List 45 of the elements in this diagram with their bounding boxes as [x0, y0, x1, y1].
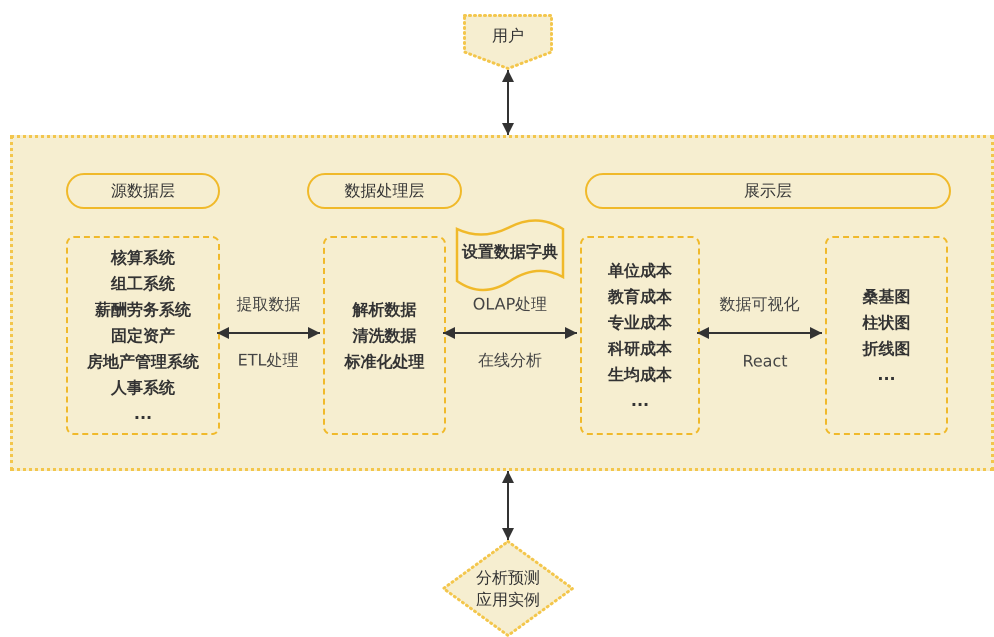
user-pentagon: [463, 14, 553, 70]
list-item: 教育成本: [608, 286, 672, 308]
list-item: 柱状图: [862, 312, 910, 334]
edge-note: ETL处理: [238, 350, 298, 372]
double-arrow: [217, 327, 320, 339]
list-item: 组工系统: [111, 272, 175, 294]
item-list-box: [66, 236, 220, 435]
list-item: 固定资产: [111, 324, 175, 346]
list-item: 核算系统: [111, 246, 175, 268]
edge-note: React: [742, 352, 788, 370]
item-list-box: [825, 236, 948, 435]
layer-title: 数据处理层: [344, 180, 424, 202]
list-item: 桑基图: [862, 286, 910, 308]
list-item: 专业成本: [608, 312, 672, 334]
list-item: ...: [630, 390, 650, 412]
node-label: 设置数据字典: [462, 242, 558, 262]
list-item: 折线图: [862, 338, 910, 360]
list-item: 生均成本: [608, 364, 672, 386]
layer-header: [66, 173, 220, 209]
list-item: ...: [877, 364, 896, 386]
list-item: 解析数据: [352, 298, 416, 320]
list-item: 标准化处理: [344, 350, 424, 372]
list-item: 清洗数据: [352, 324, 416, 346]
layer-header: [585, 173, 951, 209]
double-arrow: [443, 327, 577, 339]
layer-header: [307, 173, 462, 209]
layer-title: 源数据层: [111, 180, 175, 202]
item-list-box: [580, 236, 700, 435]
list-item: 单位成本: [608, 260, 672, 282]
decision-diamond: [442, 540, 574, 637]
document-shape: [455, 219, 565, 291]
list-item: 人事系统: [111, 376, 175, 398]
list-item: 房地产管理系统: [87, 350, 199, 372]
layer-panel: [10, 135, 994, 471]
double-arrow: [502, 471, 514, 540]
edge-note: 在线分析: [478, 350, 542, 372]
item-list-box: [323, 236, 446, 435]
list-item: 薪酬劳务系统: [95, 298, 191, 320]
node-label: 分析预测应用实例: [475, 566, 541, 610]
layer-title: 展示层: [744, 180, 792, 202]
double-arrow: [502, 70, 514, 135]
node-label: 用户: [492, 26, 524, 46]
double-arrow: [697, 327, 822, 339]
list-item: 科研成本: [608, 338, 672, 360]
list-item: ...: [134, 402, 152, 424]
